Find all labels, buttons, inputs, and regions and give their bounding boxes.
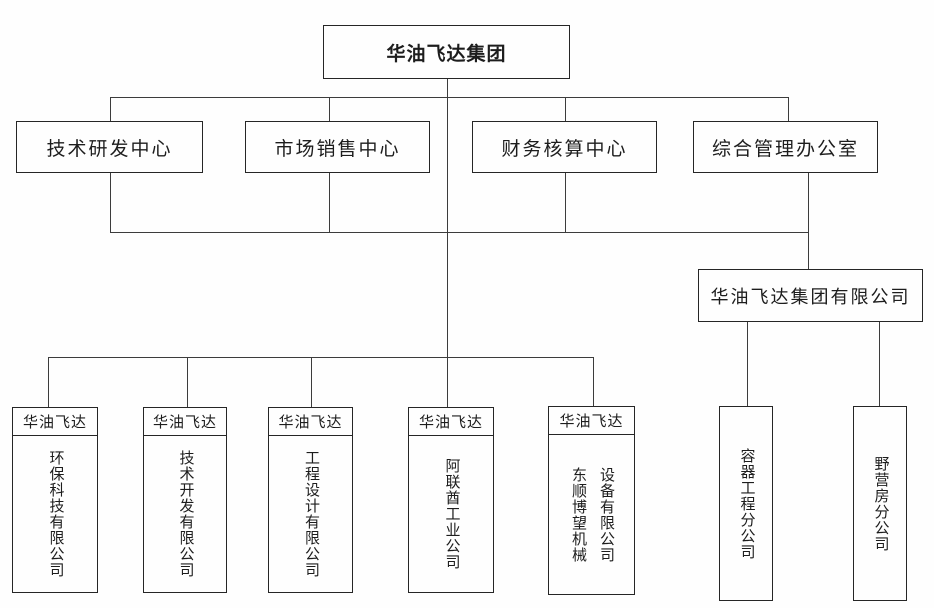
subsidiary-header: 华油飞达 bbox=[409, 408, 493, 436]
subsidiary-body: 环保科技有限公司 bbox=[13, 436, 97, 592]
connector-rise-center-2 bbox=[329, 173, 330, 232]
center-label: 财务核算中心 bbox=[501, 138, 628, 160]
subsidiary-name: 阿联酋工业公司 bbox=[443, 458, 460, 570]
root-label: 华油飞达集团 bbox=[386, 43, 507, 65]
center-label: 市场销售中心 bbox=[274, 138, 401, 160]
center-label: 技术研发中心 bbox=[46, 138, 173, 160]
subsidiary-box-engineering-design: 华油飞达 工程设计有限公司 bbox=[268, 407, 353, 593]
subsidiary-body: 工程设计有限公司 bbox=[269, 436, 352, 592]
subsidiary-body: 阿联酋工业公司 bbox=[409, 436, 493, 592]
center-box-admin-office: 综合管理办公室 bbox=[693, 121, 878, 173]
connector-bus-level2 bbox=[110, 97, 788, 98]
connector-rise-center-3 bbox=[565, 173, 566, 232]
subsidiary-box-uae-industry: 华油飞达 阿联酋工业公司 bbox=[408, 407, 494, 593]
branch-label: 容器工程分公司 bbox=[738, 447, 755, 560]
subsidiary-header: 华油飞达 bbox=[269, 408, 352, 436]
subsidiary-body: 东顺博望机械 设备有限公司 bbox=[549, 435, 634, 594]
subsidiary-header: 华油飞达 bbox=[144, 408, 226, 436]
connector-drop-sub-2 bbox=[187, 357, 188, 407]
branch-box-camp-house: 野营房分公司 bbox=[853, 406, 907, 601]
subsidiary-box-environmental-tech: 华油飞达 环保科技有限公司 bbox=[12, 407, 98, 593]
branch-label: 野营房分公司 bbox=[872, 455, 889, 552]
subsidiary-header: 华油飞达 bbox=[549, 407, 634, 435]
connector-drop-branch-1 bbox=[747, 322, 748, 406]
subsidiary-box-dongshun-bowang-machinery: 华油飞达 东顺博望机械 设备有限公司 bbox=[548, 406, 635, 595]
subsidiary-name: 环保科技有限公司 bbox=[47, 450, 64, 578]
subsidiary-name-right-column: 设备有限公司 bbox=[598, 466, 614, 563]
center-box-finance-accounting: 财务核算中心 bbox=[472, 121, 657, 173]
center-box-tech-rd: 技术研发中心 bbox=[16, 121, 203, 173]
subsidiary-name: 工程设计有限公司 bbox=[303, 450, 319, 578]
connector-drop-sub-3 bbox=[311, 357, 312, 407]
subsidiary-box-tech-development: 华油飞达 技术开发有限公司 bbox=[143, 407, 227, 593]
connector-bus-subsidiaries bbox=[48, 357, 593, 358]
connector-bus-level3 bbox=[110, 232, 809, 233]
connector-rise-center-1 bbox=[110, 173, 111, 232]
connector-center-spine bbox=[447, 79, 448, 407]
root-box: 华油飞达集团 bbox=[323, 25, 570, 79]
connector-drop-sub-5 bbox=[593, 357, 594, 406]
branch-box-container-engineering: 容器工程分公司 bbox=[719, 406, 773, 601]
subsidiary-name: 技术开发有限公司 bbox=[177, 450, 194, 578]
center-label: 综合管理办公室 bbox=[711, 138, 859, 160]
group-company-box: 华油飞达集团有限公司 bbox=[698, 269, 923, 322]
connector-drop-center-4 bbox=[788, 97, 789, 121]
connector-drop-center-1 bbox=[110, 97, 111, 121]
connector-drop-center-2 bbox=[329, 97, 330, 121]
subsidiary-header: 华油飞达 bbox=[13, 408, 97, 436]
connector-drop-sub-1 bbox=[48, 357, 49, 407]
connector-drop-branch-2 bbox=[879, 322, 880, 406]
subsidiary-body: 技术开发有限公司 bbox=[144, 436, 226, 592]
connector-drop-center-3 bbox=[565, 97, 566, 121]
center-box-market-sales: 市场销售中心 bbox=[245, 121, 430, 173]
subsidiary-name-left-column: 东顺博望机械 bbox=[570, 466, 586, 563]
group-company-label: 华油飞达集团有限公司 bbox=[710, 286, 911, 307]
connector-rise-center-4-to-group bbox=[808, 173, 809, 269]
